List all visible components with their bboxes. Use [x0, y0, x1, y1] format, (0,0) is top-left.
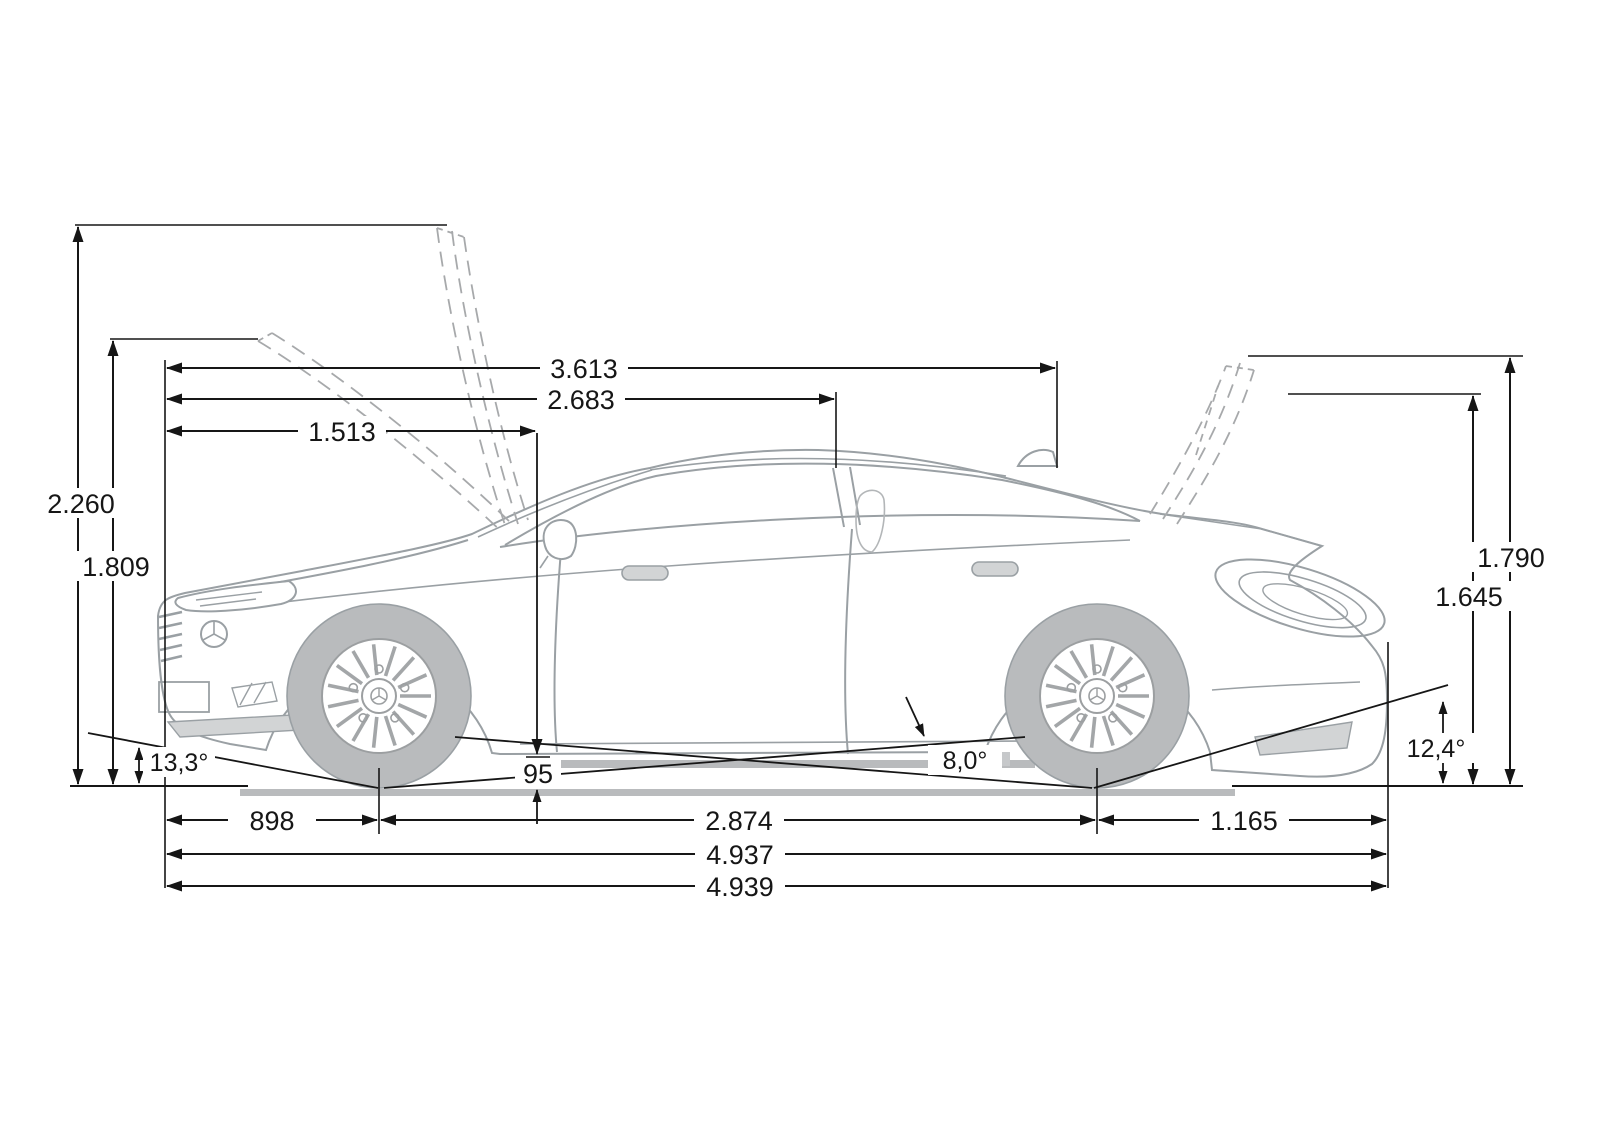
dim-label-1645: 1.645 — [1435, 582, 1503, 612]
dim-label-length-4939: 4.939 — [706, 872, 774, 902]
sill-line — [519, 740, 1036, 745]
front-door-shutline — [553, 537, 563, 753]
angle-lines — [87, 684, 1449, 789]
rear-door-shutline — [844, 528, 853, 755]
glass-top-edge — [504, 462, 1141, 546]
front-star-badge — [200, 620, 228, 648]
dim-label-2683: 2.683 — [547, 385, 615, 415]
front-star — [202, 622, 226, 641]
rear-diffuser — [1254, 721, 1353, 756]
seat-headrest — [855, 489, 886, 553]
b-pillar — [832, 466, 861, 528]
fog-intake — [231, 681, 278, 708]
taillight — [1214, 558, 1386, 638]
rear-wheel — [1004, 603, 1190, 789]
rear-door-handle — [971, 561, 1019, 577]
ramp-angle-arrow — [905, 696, 925, 737]
front-wheel — [286, 603, 472, 789]
ramp-line-rear — [454, 736, 1093, 789]
plate-holder — [158, 681, 210, 713]
dimension-labels: 3.613 2.683 1.513 2.260 1.809 1.790 1.64… — [47, 354, 1545, 902]
rear-bumper-line — [1211, 681, 1361, 691]
headlight — [174, 579, 297, 613]
dim-label-rear-overhang: 1.165 — [1210, 806, 1278, 836]
angle-label-approach: 13,3° — [150, 749, 209, 777]
approach-angle-line — [87, 732, 379, 789]
grille-slats — [158, 610, 183, 663]
dim-label-front-overhang: 898 — [249, 806, 294, 836]
open-hood-dashed — [257, 227, 529, 533]
dim-label-1513: 1.513 — [308, 417, 376, 447]
angle-label-ramp: 8,0° — [943, 747, 988, 775]
headlight-detail — [195, 591, 263, 607]
wheel-star — [1089, 688, 1105, 701]
dim-label-length-4937: 4.937 — [706, 840, 774, 870]
dim-label-3613: 3.613 — [550, 354, 618, 384]
open-trunk-dashed — [1149, 362, 1255, 525]
angle-label-departure: 12,4° — [1407, 735, 1466, 763]
front-door-handle — [621, 565, 669, 581]
mirror-stalk — [539, 555, 549, 569]
dim-label-clearance: 95 — [523, 759, 553, 789]
ramp-line-front — [383, 736, 1026, 789]
side-mirror — [542, 519, 578, 560]
departure-angle-line — [1093, 684, 1449, 789]
car-drawing — [156, 448, 1389, 796]
windshield-inner — [477, 469, 653, 538]
label-backgrounds — [40, 353, 1554, 902]
dim-label-2260: 2.260 — [47, 489, 115, 519]
antenna-fin — [1016, 448, 1059, 467]
dim-label-1790: 1.790 — [1477, 543, 1545, 573]
wheel-star — [371, 688, 387, 701]
trunk-lip — [1159, 513, 1323, 547]
dim-label-wheelbase: 2.874 — [705, 806, 773, 836]
sill-shadow — [515, 760, 1035, 768]
roof-inner-line — [649, 457, 1007, 477]
dim-label-1809: 1.809 — [82, 552, 150, 582]
ground-shadow-bar — [240, 789, 1235, 796]
character-line — [251, 539, 1131, 607]
